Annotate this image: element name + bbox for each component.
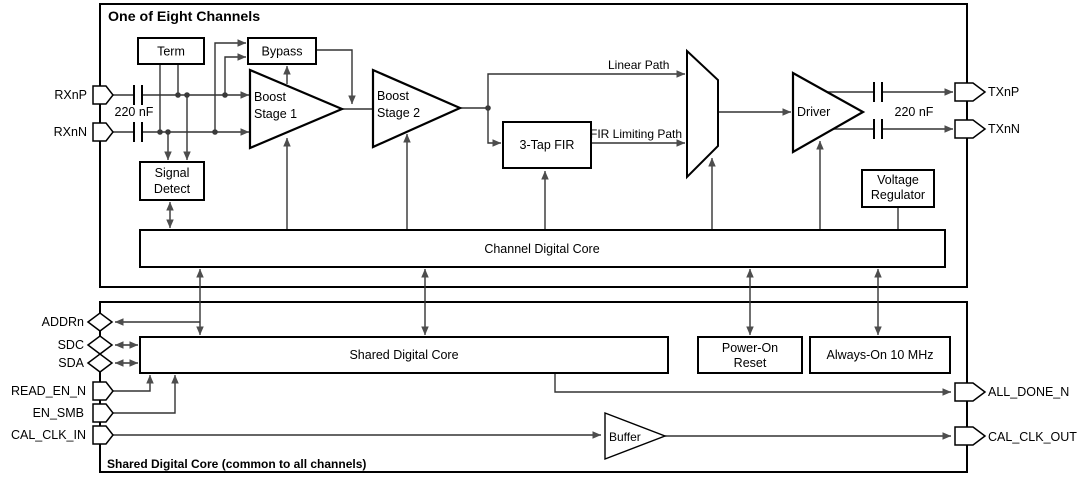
channel-section-title: One of Eight Channels xyxy=(108,9,260,25)
channel-digital-core-block xyxy=(139,229,946,268)
buffer-label: Buffer xyxy=(609,430,641,444)
shared-section-footer: Shared Digital Core (common to all chann… xyxy=(107,457,366,471)
always-on-label: Always-On 10 MHz xyxy=(827,348,934,362)
fir-label: 3-Tap FIR xyxy=(520,138,575,152)
boost2-label-line1: Boost xyxy=(377,89,409,103)
wire-en-smb xyxy=(113,374,179,414)
fir-limiting-path-label: FIR Limiting Path xyxy=(590,127,682,141)
wire-fir-in xyxy=(487,108,502,147)
wire-read-en-n xyxy=(113,374,154,392)
rxnn-port xyxy=(92,122,114,142)
bypass-block xyxy=(247,37,317,65)
term-label: Term xyxy=(157,45,185,59)
read-en-n-port xyxy=(92,381,114,401)
signal-detect-label-line2: Detect xyxy=(154,182,191,196)
wire-bypass-in2 xyxy=(224,53,247,95)
boost1-label-line1: Boost xyxy=(254,90,286,104)
addrn-label: ADDRn xyxy=(42,315,84,329)
all-done-n-label: ALL_DONE_N xyxy=(988,385,1069,399)
sdc-label: SDC xyxy=(58,338,84,352)
txnp-port xyxy=(954,82,987,102)
junction-dot xyxy=(157,129,163,135)
signal-detect-block xyxy=(139,161,205,201)
rxnn-label: RXnN xyxy=(54,125,87,139)
boost-stage-2-triangle xyxy=(371,68,463,149)
read-en-n-label: READ_EN_N xyxy=(11,384,86,398)
cal-clk-out-label: CAL_CLK_OUT xyxy=(988,430,1077,444)
cal-clk-out-port xyxy=(954,426,987,446)
all-done-n-port xyxy=(954,382,987,402)
junction-dot xyxy=(212,129,218,135)
cal-clk-in-port xyxy=(92,425,114,445)
junction-dot xyxy=(175,92,181,98)
bypass-label: Bypass xyxy=(262,45,303,59)
sda-port xyxy=(86,353,114,373)
coupling-capacitors xyxy=(133,82,883,142)
pins xyxy=(86,82,987,446)
cal-clk-in-label: CAL_CLK_IN xyxy=(11,428,86,442)
en-smb-port xyxy=(92,403,114,423)
wire-all-done-n xyxy=(554,373,952,396)
rx-cap-label: 220 nF xyxy=(115,105,154,119)
driver-label: Driver xyxy=(797,105,830,119)
en-smb-label: EN_SMB xyxy=(33,406,84,420)
wires xyxy=(113,39,954,440)
wire-bypass-out xyxy=(316,49,356,105)
boost1-label-line2: Stage 1 xyxy=(254,107,297,121)
tx-cap-label: 220 nF xyxy=(895,105,934,119)
power-on-reset-block xyxy=(697,336,803,374)
signal-detect-label-line1: Signal xyxy=(155,166,190,180)
junction-dot xyxy=(165,129,171,135)
junction-dot xyxy=(222,92,228,98)
rxnp-label: RXnP xyxy=(54,88,87,102)
addrn-port xyxy=(86,312,114,332)
rxnp-port xyxy=(92,85,114,105)
sdc-port xyxy=(86,335,114,355)
junction-dot xyxy=(485,105,491,111)
shared-digital-core-label: Shared Digital Core xyxy=(349,348,458,362)
power-on-reset-label-line2: Reset xyxy=(734,356,767,370)
fir-block xyxy=(502,121,592,169)
driver-triangle xyxy=(791,71,866,154)
power-on-reset-label-line1: Power-On xyxy=(722,341,778,355)
channel-section-box xyxy=(99,3,968,288)
buffer-triangle xyxy=(604,411,667,461)
voltage-regulator-label-line1: Voltage xyxy=(877,173,919,187)
always-on-block xyxy=(809,336,951,374)
txnn-label: TXnN xyxy=(988,122,1020,136)
txnn-port xyxy=(954,119,987,139)
voltage-regulator-block xyxy=(861,169,935,208)
wire-linear-path xyxy=(487,70,686,108)
voltage-regulator-label-line2: Regulator xyxy=(871,188,925,202)
boost-stage-1-triangle xyxy=(248,68,345,150)
sda-label: SDA xyxy=(58,356,84,370)
junction-dot xyxy=(184,92,190,98)
junction-dots xyxy=(157,92,491,135)
wire-bypass-in1 xyxy=(214,39,247,132)
txnp-label: TXnP xyxy=(988,85,1019,99)
term-block xyxy=(137,37,205,65)
channel-digital-core-label: Channel Digital Core xyxy=(484,242,599,256)
shared-digital-core-block xyxy=(139,336,669,374)
mux-shape xyxy=(686,48,719,180)
boost2-label-line2: Stage 2 xyxy=(377,106,420,120)
linear-path-label: Linear Path xyxy=(608,58,669,72)
shared-section-box xyxy=(99,301,968,473)
